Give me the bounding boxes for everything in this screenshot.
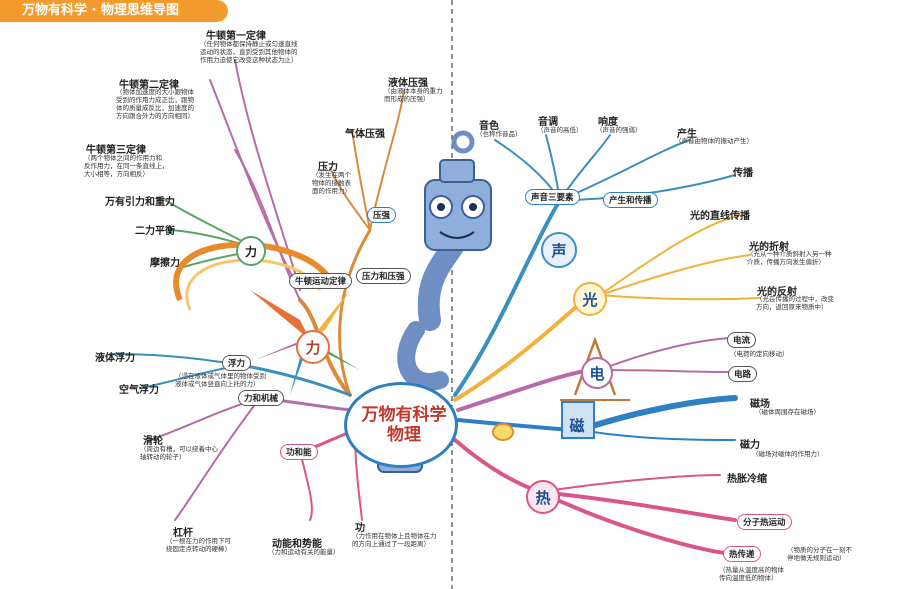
liquid-buoyancy-label: 液体浮力 [95,353,135,364]
gas-pressure-label: 气体压强 [345,129,385,140]
newton-first-label: 牛顿第一定律 [206,31,266,42]
air-buoyancy-label: 空气浮力 [119,385,159,396]
liquid-pressure-desc: （由液体本身的重力 而形成的压强） [384,87,443,103]
pitch-desc: （声音的高低） [537,126,583,134]
refraction-desc: （光从一种介质斜射入另一种 介质，传播方向发生偏折） [747,250,832,266]
buoyancy-pill: 浮力 [222,355,252,371]
kinetic-desc: （力和运动有关的能量） [268,548,340,556]
straight-light-label: 光的直线传播 [690,211,750,222]
magnet-gate [561,401,595,439]
balance-label: 二力平衡 [135,226,175,237]
propagate-label: 传播 [733,168,753,179]
force-label-node: 力 [236,236,266,266]
newton-laws-pill: 牛顿运动定律 [289,273,353,289]
magnet-node: 磁 [569,416,585,435]
pitch-label: 音调 [538,117,558,128]
refraction-label: 光的折射 [749,242,789,253]
newton-third-label: 牛顿第三定律 [86,145,146,156]
machine-pill: 力和机械 [238,390,285,406]
pressure-label: 压力 [318,162,338,173]
conduct-pill: 热传递 [723,546,761,562]
newton-third-desc: （两个物体之间的作用力和 反作用力，在同一条直线上， 大小相等，方向相反） [84,154,169,178]
loudness-label: 响度 [598,117,618,128]
sound-node: 声 [541,232,577,268]
heat-node: 热 [526,480,560,514]
newton-second-desc: （物体加速度的大小跟物体 受到的作用力成正比，跟物 体的质量成反比，加速度的 方… [116,88,194,120]
heat-fire [492,423,514,441]
electric-node: 电 [581,357,613,389]
center-title: 万物有科学 物理 [356,405,452,445]
reflection-label: 光的反射 [757,287,797,298]
buoyancy-desc: （浸在液体或气体里的物体受到 液体或气体竖直向上托的力） [175,372,266,388]
loudness-desc: （声音的强弱） [596,126,642,134]
molecule-pill: 分子热运动 [737,514,792,530]
center-title-line2: 物理 [387,425,421,445]
robot-illustration [377,130,492,473]
pressure-node-pill: 压强 [367,207,397,223]
kinetic-label: 动能和势能 [272,539,322,550]
expand-label: 热胀冷缩 [727,474,767,485]
produce-desc: （声音由物体的振动产生） [675,137,753,145]
work-desc: （力作用在物体上且物体在力 的方向上通过了一段距离） [352,532,437,548]
molecule-desc: （物质的分子在一刻不 停地做无规则运动） [787,546,852,562]
timbre-desc: （也称作音品） [476,130,522,138]
newton-first-desc: （任何物体都保持静止或匀速直线 运动的状态，直到受到其他物体的 作用力迫使它改变… [200,40,298,64]
three-elements-pill: 声音三要素 [525,189,580,205]
current-pill: 电流 [727,332,757,348]
mforce-desc: （磁场对磁体的作用力） [752,450,824,458]
prod-trans-pill: 产生和传播 [603,192,658,208]
produce-label: 产生 [677,129,697,140]
center-title-line1: 万物有科学 [361,405,447,425]
work-label: 功 [355,523,365,534]
work-energy-pill: 功和能 [280,444,318,460]
lever-desc: （一根在力的作用下可 绕固定点转动的硬棒） [166,537,231,553]
timbre-label: 音色 [479,121,499,132]
pulley-desc: （周边有槽，可以绕着中心 轴转动的轮子） [140,445,218,461]
lever-label: 杠杆 [173,528,193,539]
pressure-desc: （发生在两个 物体的接触表 面的作用力） [312,171,351,195]
page-title: 万物有科学 · 物理思维导图 [0,0,228,22]
current-desc: （电荷的定向移动） [730,350,789,358]
newton-second-label: 牛顿第二定律 [119,80,179,91]
pressure-group-pill: 压力和压强 [356,268,411,284]
conduct-desc: （热量从温度高的物体 传向温度低的物体） [719,566,784,582]
pulley-label: 滑轮 [143,436,163,447]
gravity-label: 万有引力和重力 [105,197,175,208]
center-node [344,382,458,468]
mforce-label: 磁力 [740,440,760,451]
liquid-pressure-label: 液体压强 [388,78,428,89]
field-desc: （磁体周围存在磁场） [755,408,820,416]
reflection-desc: （光在传播的过程中，改变 方向，返回原来物质中） [756,295,834,311]
field-label: 磁场 [750,399,770,410]
light-node: 光 [573,282,607,316]
friction-label: 摩擦力 [150,258,180,269]
circuit-pill: 电路 [728,366,758,382]
force-node: 力 [296,330,330,364]
